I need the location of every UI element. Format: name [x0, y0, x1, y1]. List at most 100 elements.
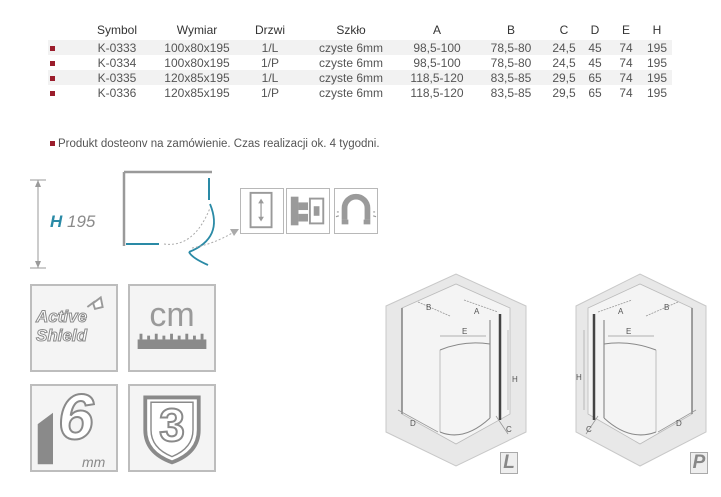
active-shield-tile: Active Shield	[30, 284, 118, 372]
warranty-shield-icon	[143, 395, 201, 465]
header-e: E	[621, 23, 630, 37]
cell-c: 29,5	[548, 70, 580, 85]
height-letter: H	[50, 212, 63, 231]
header-a: A	[432, 23, 441, 37]
height-value: 195	[67, 212, 96, 231]
table-row: K-0334 100x80x195 1/P czyste 6mm 98,5-10…	[48, 55, 672, 70]
ruler-icon	[137, 333, 207, 349]
door-opening-icon	[240, 188, 284, 234]
row-bullet	[48, 85, 78, 100]
glass-thickness-number: 6	[57, 384, 95, 453]
warranty-tile: 3	[128, 384, 216, 472]
cell-h: 195	[642, 70, 672, 85]
header-c: C	[559, 23, 569, 37]
header-wymiar: Wymiar	[176, 23, 218, 37]
cell-a: 118,5-120	[410, 85, 464, 100]
dim-label-c: C	[586, 425, 592, 434]
cell-b: 83,5-85	[474, 70, 548, 85]
cell-d: 45	[580, 40, 610, 55]
cell-e: 74	[610, 40, 642, 55]
cell-szklo: czyste 6mm	[318, 55, 383, 70]
shower-drawing-right: A B E H D C	[575, 273, 707, 467]
row-bullet	[48, 40, 78, 55]
active-shield-line1: Active	[35, 307, 88, 326]
glass-pane-icon	[37, 412, 53, 465]
cell-c: 24,5	[552, 55, 576, 70]
dim-label-h: H	[512, 375, 518, 384]
active-shield-line2: Shield	[35, 326, 88, 345]
header-symbol: Symbol	[96, 23, 137, 37]
dim-label-b: B	[426, 303, 431, 312]
cell-d: 45	[588, 55, 602, 70]
header-b: B	[506, 23, 515, 37]
door-side-badge-right: P	[690, 452, 708, 474]
cell-wymiar: 100x80x195	[164, 55, 230, 70]
glass-thickness-tile: 6 mm	[30, 384, 118, 472]
glass-thickness-unit: mm	[82, 454, 106, 470]
dim-label-e: E	[462, 327, 467, 336]
header-drzwi: Drzwi	[255, 23, 285, 37]
availability-note: Produkt dosteonv na zamówienie. Czas rea…	[50, 138, 380, 150]
cell-a: 98,5-100	[413, 55, 461, 70]
table-row: K-0333 100x80x195 1/L czyste 6mm 98,5-10…	[48, 40, 672, 55]
table-row: K-0335 120x85x195 1/L czyste 6mm 118,5-1…	[48, 70, 672, 85]
cell-drzwi: 1/L	[238, 70, 302, 85]
spec-table: Symbol Wymiar Drzwi Szkło A B C D E H K-…	[48, 20, 672, 100]
cell-e: 74	[619, 55, 633, 70]
cell-szklo: czyste 6mm	[302, 70, 400, 85]
dim-label-h: H	[576, 373, 582, 382]
cell-symbol: K-0335	[78, 70, 156, 85]
row-bullet	[48, 55, 78, 70]
plan-view-diagram	[122, 170, 239, 266]
height-label: H 195	[50, 212, 95, 232]
header-h: H	[652, 23, 662, 37]
cell-symbol: K-0333	[78, 40, 156, 55]
cell-d: 65	[580, 70, 610, 85]
cell-e: 74	[619, 85, 633, 100]
row-bullet	[48, 70, 78, 85]
dim-label-e: E	[626, 327, 631, 336]
table-header-row: Symbol Wymiar Drzwi Szkło A B C D E H	[48, 20, 672, 40]
active-shield-text: Active Shield	[35, 307, 88, 345]
cell-drzwi: 1/P	[260, 85, 279, 100]
table-row: K-0336 120x85x195 1/P czyste 6mm 118,5-1…	[48, 85, 672, 100]
cell-wymiar: 100x80x195	[156, 40, 238, 55]
height-dimension-line	[30, 179, 46, 269]
header-szklo: Szkło	[336, 23, 366, 37]
dim-label-b: B	[664, 303, 669, 312]
cell-a: 118,5-120	[400, 70, 474, 85]
shower-drawing-left: B A E H D C	[385, 273, 527, 467]
cell-szklo: czyste 6mm	[302, 40, 400, 55]
cell-wymiar: 120x85x195	[156, 70, 238, 85]
cell-symbol: K-0336	[97, 85, 137, 100]
cell-a: 98,5-100	[400, 40, 474, 55]
cell-b: 78,5-80	[474, 40, 548, 55]
active-shield-logo	[86, 295, 104, 311]
dim-label-d: D	[410, 419, 416, 428]
cell-b: 83,5-85	[490, 85, 532, 100]
cell-d: 65	[588, 85, 602, 100]
unit-label: cm	[149, 296, 195, 334]
cell-c: 24,5	[548, 40, 580, 55]
dim-label-d: D	[676, 419, 682, 428]
dim-label-a: A	[474, 307, 480, 316]
cell-drzwi: 1/L	[238, 40, 302, 55]
cell-h: 195	[642, 40, 672, 55]
cell-drzwi: 1/P	[260, 55, 279, 70]
header-marker	[48, 20, 78, 40]
dim-label-c: C	[506, 425, 512, 434]
cell-wymiar: 120x85x195	[164, 85, 230, 100]
note-text: Produkt dosteonv na zamówienie. Czas rea…	[58, 138, 380, 150]
cell-e: 74	[610, 70, 642, 85]
unit-cm-tile: cm	[128, 284, 216, 372]
magnet-icon	[334, 188, 378, 234]
cell-c: 29,5	[552, 85, 576, 100]
warranty-years: 3	[158, 399, 186, 451]
cell-b: 78,5-80	[490, 55, 532, 70]
note-bullet	[50, 141, 55, 147]
cell-h: 195	[646, 85, 668, 100]
hinge-icon	[286, 188, 330, 234]
header-d: D	[590, 23, 600, 37]
door-side-badge-left: L	[500, 452, 518, 474]
dim-label-a: A	[618, 307, 624, 316]
